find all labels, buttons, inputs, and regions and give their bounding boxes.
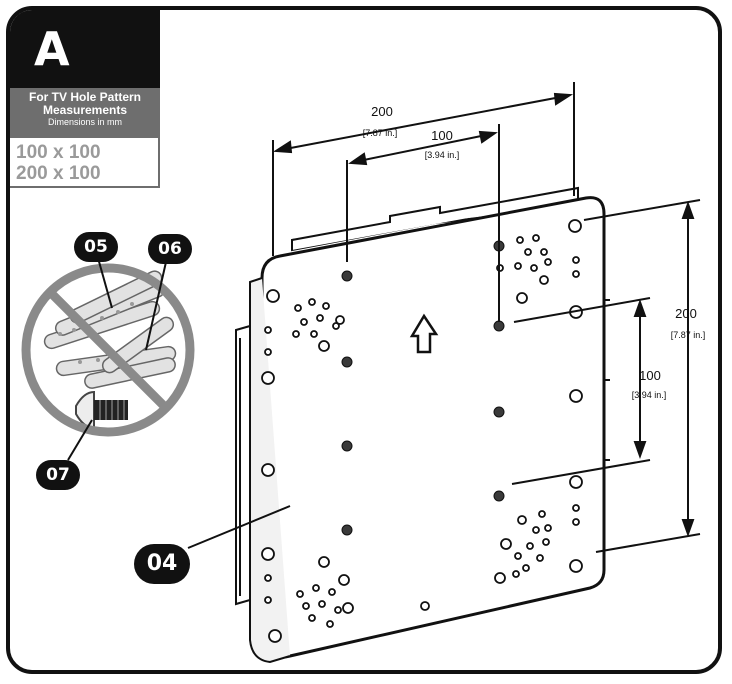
plate-hole <box>568 219 582 233</box>
plate-hole <box>542 538 550 546</box>
plate-hole <box>261 371 275 385</box>
mounting-hole <box>493 320 505 332</box>
plate-hole <box>544 258 552 266</box>
plate-hole <box>300 318 308 326</box>
plate-hole <box>500 538 512 550</box>
plate-hole <box>526 542 534 550</box>
plate-hole <box>569 475 583 489</box>
plate-hole <box>318 600 326 608</box>
plate-hole <box>292 330 300 338</box>
plate-hole <box>514 262 522 270</box>
callout-part-04: 04 <box>134 544 190 584</box>
step-letter: A <box>10 10 160 88</box>
plate-hole <box>316 314 324 322</box>
dimension-lines <box>272 82 701 553</box>
plate-hole <box>302 602 310 610</box>
plate-hole <box>539 275 549 285</box>
plate-hole <box>318 556 330 568</box>
hole-pattern-title-line2: Measurements <box>42 103 128 117</box>
mounting-hole <box>493 406 505 418</box>
dim-right-outer-inches: [7.87 in.] <box>670 330 706 340</box>
callout-part-05: 05 <box>74 232 118 262</box>
plate-hole <box>328 588 336 596</box>
plate-hole <box>261 463 275 477</box>
plate-hole <box>318 340 330 352</box>
plate-hole <box>312 584 320 592</box>
plate-hole <box>516 292 528 304</box>
plate-hole <box>420 601 430 611</box>
plate-hole <box>540 248 548 256</box>
leader-line-04 <box>187 505 291 549</box>
plate-hole <box>294 304 302 312</box>
dim-top-inner-value: 100 <box>431 128 453 143</box>
dim-top-outer-value: 200 <box>371 104 393 119</box>
dim-right-inner-value: 100 <box>639 368 661 383</box>
plate-hole <box>572 504 580 512</box>
prohibited-parts <box>21 257 195 461</box>
plate-hole <box>532 526 540 534</box>
plate-hole <box>530 264 538 272</box>
plate-hole <box>569 559 583 573</box>
plate-hole <box>268 629 282 643</box>
plate-hole <box>517 515 527 525</box>
callout-part-07: 07 <box>36 460 80 490</box>
mounting-hole <box>341 356 353 368</box>
plate-hole <box>332 322 340 330</box>
hole-pattern-title-line1: For TV Hole Pattern <box>28 90 141 104</box>
plate-hole <box>322 302 330 310</box>
mounting-hole <box>493 490 505 502</box>
screw-07 <box>75 390 128 430</box>
plate-hole <box>538 510 546 518</box>
mounting-hole <box>341 440 353 452</box>
plate-hole <box>514 552 522 560</box>
plate-hole <box>532 234 540 242</box>
plate-hole <box>544 524 552 532</box>
prohibited-icon <box>21 263 195 437</box>
diagram-frame <box>6 6 722 674</box>
plate-hole <box>569 389 583 403</box>
up-arrow-icon <box>409 313 439 354</box>
plate-hole <box>494 572 506 584</box>
plate-hole <box>261 547 275 561</box>
plate-hole <box>296 590 304 598</box>
plate-hole <box>512 570 520 578</box>
plate-hole <box>264 574 272 582</box>
plate-hole <box>572 256 580 264</box>
plate-hole <box>335 315 345 325</box>
dimensions-unit-note: Dimensions in mm <box>47 117 123 127</box>
plate-hole <box>338 574 350 586</box>
plate-hole <box>342 602 354 614</box>
plate-hole <box>264 596 272 604</box>
plate-hole <box>264 326 272 334</box>
plate-hole <box>516 236 524 244</box>
callout-part-06: 06 <box>148 234 192 264</box>
dim-top-outer-inches: [7.87 in.] <box>362 128 398 138</box>
plate-hole <box>310 330 318 338</box>
mounting-hole <box>341 270 353 282</box>
plate-hole <box>334 606 342 614</box>
plate-holes <box>261 219 583 643</box>
dim-right-outer-value: 200 <box>675 306 697 321</box>
hole-pattern-sizes: 100 x 100 200 x 100 <box>10 136 160 188</box>
plate-hole <box>264 348 272 356</box>
hole-pattern-size-2: 200 x 100 <box>16 163 101 184</box>
plate-hole <box>326 620 334 628</box>
plate-hole <box>266 289 280 303</box>
mounting-plate <box>249 196 610 664</box>
plate-hole <box>524 248 532 256</box>
plate-back-rail <box>235 186 579 606</box>
mounting-hole <box>341 524 353 536</box>
plate-hole <box>572 270 580 278</box>
dim-right-inner-inches: [3.94 in.] <box>631 390 667 400</box>
dim-top-inner-inches: [3.94 in.] <box>424 150 460 160</box>
plate-hole <box>572 518 580 526</box>
plate-hole <box>536 554 544 562</box>
hole-pattern-title: For TV Hole Pattern Measurements Dimensi… <box>10 88 160 136</box>
plate-hole <box>308 614 316 622</box>
plate-hole <box>522 564 530 572</box>
plate-hole <box>308 298 316 306</box>
hole-pattern-size-1: 100 x 100 <box>16 142 101 163</box>
